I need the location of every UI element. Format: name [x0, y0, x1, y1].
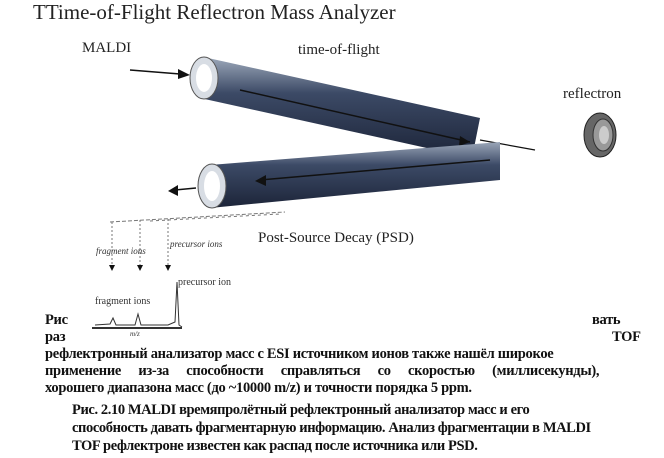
body-line-1-left: Рис — [45, 312, 68, 328]
lower-flight-tube — [197, 142, 500, 209]
body-line-3: рефлектронный анализатор масс с ESI исто… — [45, 346, 554, 362]
psd-beam — [109, 211, 286, 265]
caption-line-2: способность давать фрагментарную информа… — [72, 420, 591, 436]
body-line-2-right: TOF — [612, 329, 641, 345]
precursor-ion-label: precursor ion — [178, 277, 232, 288]
mass-spectrum — [92, 281, 183, 329]
precursor-ions-italic-label: precursor ions — [170, 239, 223, 249]
fragment-ions-label: fragment ions — [95, 296, 151, 307]
body-line-5: хорошего диапазона масс (до ~10000 m/z) … — [45, 380, 472, 396]
figure-title: TTime-of-Flight Reflectron Mass Analyzer — [33, 0, 396, 24]
body-line-1-right: вать — [592, 312, 621, 328]
mz-axis-label: m/z — [130, 330, 140, 338]
body-line-2-left: раз — [45, 329, 66, 345]
maldi-arrow — [129, 69, 181, 75]
reflectron-label: reflectron — [563, 86, 622, 102]
body-line-4: применение из-за способности справляться… — [45, 363, 600, 379]
tof-diagram — [92, 56, 617, 329]
psd-label: Post-Source Decay (PSD) — [258, 230, 414, 246]
reflectron-icon — [583, 112, 617, 158]
fragment-ions-italic-label: fragment ions — [96, 246, 146, 256]
upper-flight-tube — [189, 56, 480, 158]
tof-label: time-of-flight — [298, 42, 380, 58]
caption-line-1: Рис. 2.10 MALDI времяпролётный рефлектро… — [72, 402, 530, 418]
caption-line-3: TOF рефлектроне известен как распад посл… — [72, 438, 478, 454]
maldi-label: MALDI — [82, 40, 132, 56]
